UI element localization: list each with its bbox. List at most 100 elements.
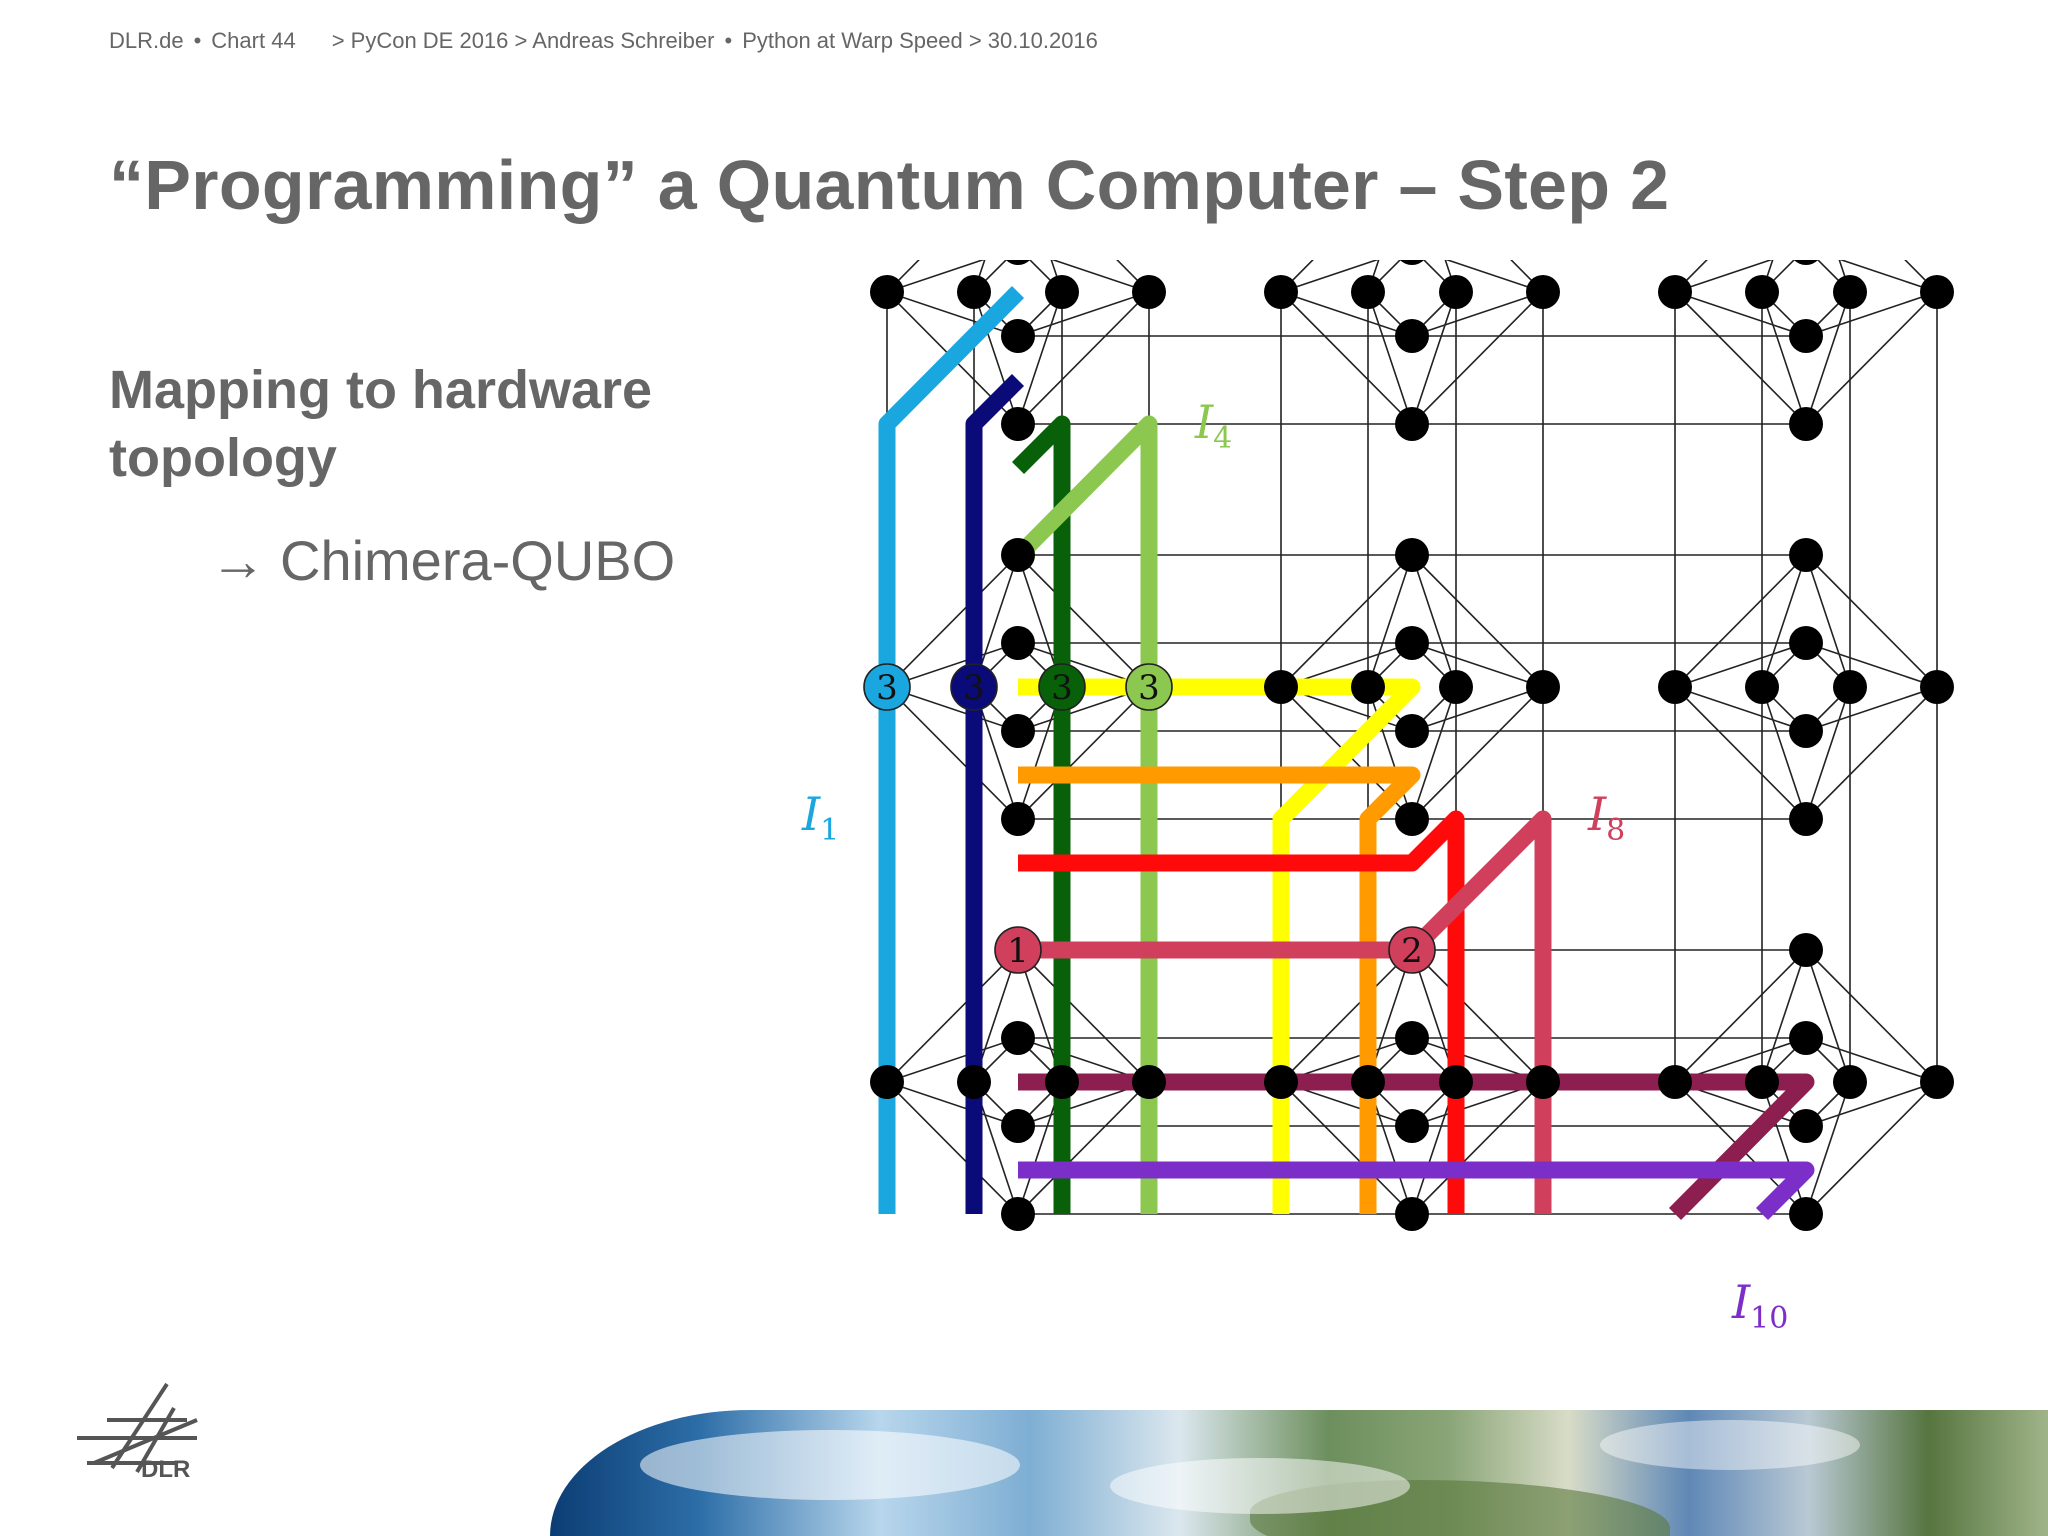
coupler-edge (1017, 1081, 1150, 1215)
coupler-edge (1805, 291, 1938, 425)
chain-lightblue (878, 286, 1025, 1214)
coupler-edge (1805, 1081, 1938, 1215)
coupler-edge (1280, 260, 1379, 293)
chain-orange (1018, 766, 1421, 1214)
coupler-edge (1805, 686, 1938, 820)
qubit-node-unused (1399, 260, 1425, 265)
coupler-edge (1411, 642, 1544, 688)
qubit-node-unused (1526, 670, 1560, 704)
header-chart: Chart 44 (211, 28, 296, 53)
qubit-node-lightgreen (1125, 663, 1173, 711)
coupler-edge (886, 291, 1019, 337)
chain-label-i4: I4 (1194, 395, 1232, 456)
qubit-node-unused (1526, 1065, 1560, 1099)
coupler-edge (1805, 291, 1851, 425)
chain-red (1018, 810, 1465, 1214)
coupler-edge (1411, 291, 1544, 337)
coupler-edge (1367, 686, 1413, 820)
chain-label-i1: I1 (801, 787, 839, 848)
header-separator: • (193, 28, 202, 53)
coupler-edge (1280, 260, 1314, 293)
coupler-edge (1761, 949, 1807, 1083)
qubit-label: 3 (1138, 668, 1160, 708)
qubit-node-unused (1789, 1109, 1823, 1143)
slide-title: “Programming” a Quantum Computer – Step … (109, 146, 1670, 224)
coupler-edge (1051, 260, 1150, 293)
coupler-edge (1805, 554, 1851, 688)
qubit-node-unused (1001, 802, 1035, 836)
arrow-right-icon: → (210, 529, 266, 592)
qubit-node-unused (1658, 275, 1692, 309)
coupler-edge (1674, 949, 1807, 1083)
coupler-edge (886, 260, 920, 293)
coupler-edge (1411, 686, 1457, 820)
coupler-edge (973, 291, 1019, 425)
coupler-edge (1805, 291, 1938, 337)
coupler-edge (1674, 686, 1807, 820)
qubit-node-unused (1745, 670, 1779, 704)
qubit-node-unused (1395, 626, 1429, 660)
coupler-edge (1510, 260, 1544, 293)
coupler-edge (1838, 260, 1851, 293)
coupler-edge (1444, 260, 1457, 293)
dlr-logo-text: DLR (141, 1456, 191, 1483)
qubit-node-unused (1351, 275, 1385, 309)
qubit-node-unused (1351, 1065, 1385, 1099)
coupler-edge (1674, 260, 1773, 293)
coupler-edge (1805, 554, 1938, 688)
qubit-node-unused (1789, 407, 1823, 441)
coupler-edge (886, 1081, 1019, 1127)
qubit-node-unused (1132, 1065, 1166, 1099)
coupler-edge (1761, 1081, 1807, 1215)
coupler-edge (1411, 291, 1457, 425)
qubit-node-unused (1789, 714, 1823, 748)
coupler-edge (1411, 291, 1544, 425)
coupler-edge (1674, 291, 1807, 425)
coupler-edge (1280, 291, 1413, 425)
coupler-edge (1674, 686, 1807, 732)
coupler-edge (1805, 642, 1938, 688)
qubit-node-unused (1439, 670, 1473, 704)
dlr-logo (77, 1382, 198, 1474)
qubit-node-rose (1388, 926, 1436, 974)
coupler-edge (1280, 554, 1413, 688)
chain-maroon (1018, 1073, 1815, 1220)
qubit-node-unused (1920, 275, 1954, 309)
coupler-edge (1674, 260, 1708, 293)
coupler-edge (1411, 554, 1457, 688)
coupler-edge (1805, 1081, 1938, 1127)
coupler-edge (1411, 554, 1544, 688)
coupler-edge (886, 686, 1019, 820)
coupler-edge (1367, 554, 1413, 688)
coupler-edge (1017, 949, 1150, 1083)
coupler-edge (886, 1037, 1019, 1083)
qubit-node-unused (1526, 275, 1560, 309)
qubit-node-unused (1395, 1021, 1429, 1055)
coupler-edge (1761, 260, 1774, 293)
coupler-edge (1805, 949, 1938, 1083)
chain-rose (1018, 810, 1552, 1214)
qubit-label: 3 (963, 668, 985, 708)
qubit-node-unused (1920, 1065, 1954, 1099)
coupler-edge (1445, 260, 1544, 293)
coupler-edge (886, 1081, 1019, 1215)
coupler-edge (1367, 260, 1380, 293)
coupler-edge (1805, 686, 1851, 820)
qubit-node-unused (1001, 407, 1035, 441)
coupler-edge (1904, 260, 1938, 293)
coupler-edge (1805, 686, 1938, 732)
coupler-edge (1017, 554, 1150, 688)
coupler-edge (1017, 291, 1150, 337)
qubit-node-unused (1789, 933, 1823, 967)
qubit-node-unused (1395, 1197, 1429, 1231)
chain-label-i10: I10 (1731, 1275, 1788, 1336)
qubit-node-unused (1132, 275, 1166, 309)
qubit-node-lightblue (863, 663, 911, 711)
qubit-node-unused (1439, 1065, 1473, 1099)
coupler-edge (1761, 554, 1807, 688)
slide-header: DLR.de•Chart 44> PyCon DE 2016 > Andreas… (109, 28, 1098, 54)
coupler-edge (1761, 291, 1807, 425)
coupler-edge (886, 554, 1019, 688)
qubit-node-unused (1745, 275, 1779, 309)
